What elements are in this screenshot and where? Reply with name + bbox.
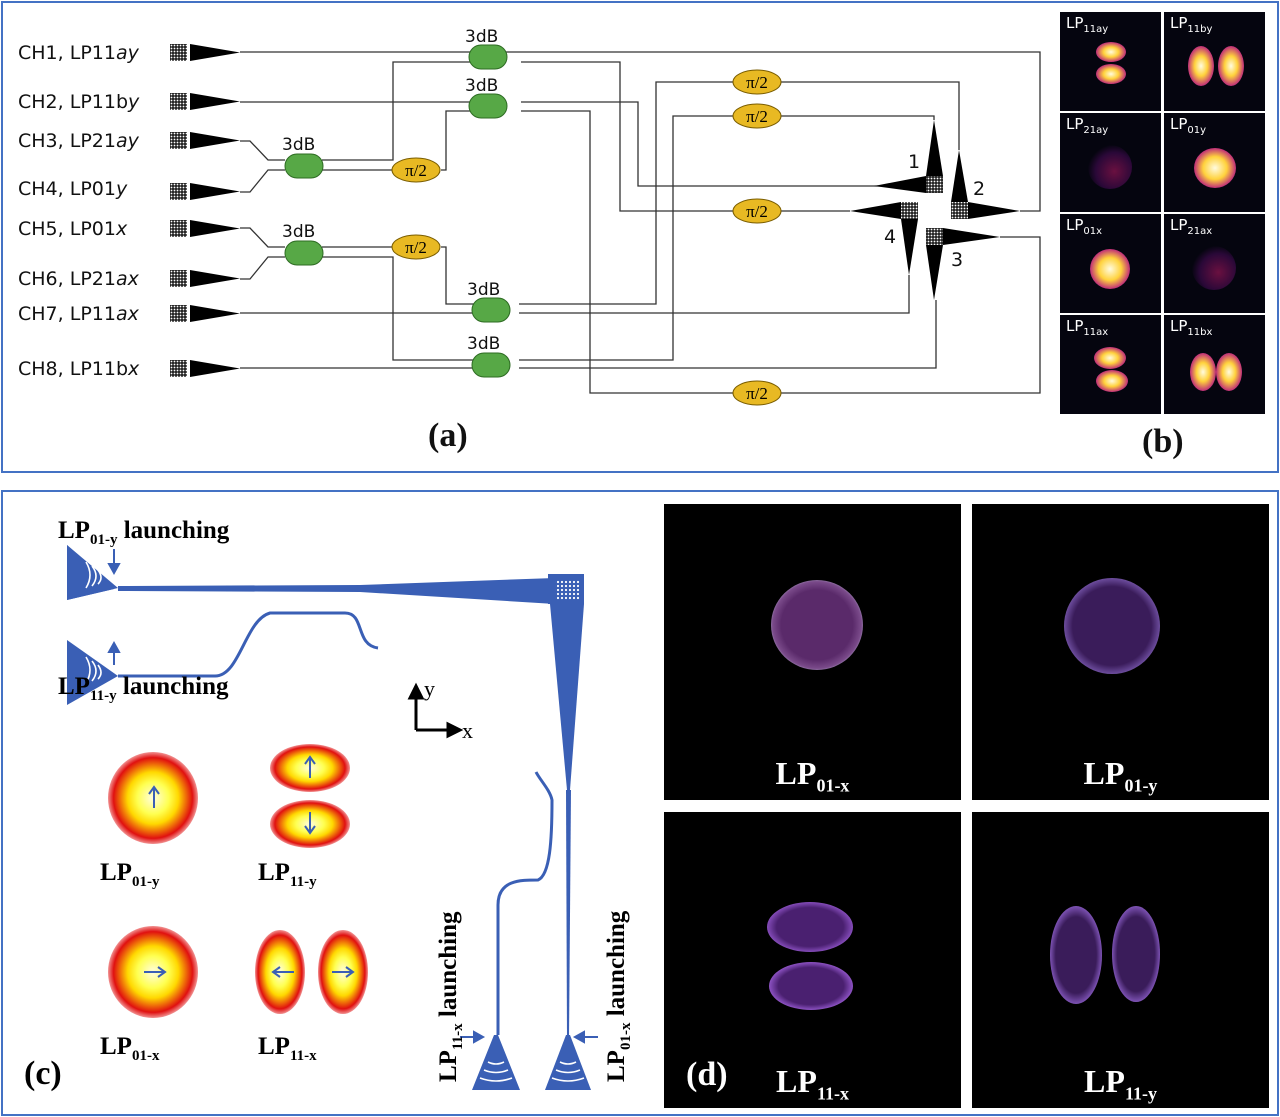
mode-profile-lp01y — [108, 752, 198, 844]
coupler-label: 3dB — [467, 334, 500, 354]
axis-y-label: y — [424, 676, 435, 701]
coupler-1 — [284, 153, 324, 179]
xy-axis-icon — [407, 682, 464, 739]
launch-label-lp11x: LP11-x launching — [435, 911, 466, 1082]
mode-image-lp11ax: LP11ax — [1060, 315, 1161, 414]
svg-text:CH3, LP21ay: CH3, LP21ay — [18, 130, 140, 152]
coupler-label: 3dB — [282, 222, 315, 242]
coupler-2 — [284, 240, 324, 266]
mode-profile-lp11x-right — [318, 930, 368, 1014]
mode-label-lp01y: LP01-y — [100, 859, 160, 890]
svg-text:CH7, LP11ax: CH7, LP11ax — [18, 303, 140, 325]
panel-c-device: y x LP01-y launching LP11-y launching LP… — [24, 517, 634, 1092]
mode-profile-lp11y-bottom — [270, 800, 350, 848]
port-labels: 1 2 3 4 — [884, 151, 985, 271]
coupler-3 — [468, 44, 508, 70]
panel-b-label: (b) — [1142, 423, 1184, 460]
svg-text:CH6, LP21ax: CH6, LP21ax — [18, 268, 140, 290]
svg-text:CH1, LP11ay: CH1, LP11ay — [18, 42, 140, 64]
camera-image-lp01x: LP01-x — [664, 504, 961, 800]
panel-c-label: (c) — [24, 1055, 62, 1092]
svg-text:π/2: π/2 — [746, 107, 768, 126]
launch-label-lp01y: LP01-y launching — [58, 517, 230, 548]
input-grating-couplers — [170, 44, 240, 377]
panel-a-label: (a) — [428, 417, 468, 454]
camera-image-lp11y: LP11-y — [972, 812, 1269, 1108]
coupler-label: 3dB — [465, 27, 498, 47]
waveguide-lines — [240, 51, 1041, 394]
svg-text:π/2: π/2 — [405, 238, 427, 257]
coupler-label: 3dB — [467, 280, 500, 300]
3db-couplers — [284, 44, 511, 378]
mode-profile-lp01x — [108, 926, 198, 1018]
camera-image-lp11x: LP11-x (d) — [664, 812, 961, 1108]
mode-label-lp01x: LP01-x — [100, 1033, 160, 1064]
launch-arrows — [107, 549, 598, 1044]
mode-image-lp21ax: LP21ax — [1164, 214, 1265, 313]
coupler-5 — [471, 297, 511, 323]
mode-image-lp01x: LP01x — [1060, 214, 1161, 313]
mode-label-lp11y: LP11-y — [258, 859, 317, 890]
coupler-6 — [471, 352, 511, 378]
launch-label-lp11y: LP11-y launching — [58, 673, 229, 704]
svg-text:π/2: π/2 — [746, 73, 768, 92]
output-grating-couplers — [850, 120, 1020, 300]
camera-image-lp01y: LP01-y — [972, 504, 1269, 800]
coupler-label: 3dB — [465, 76, 498, 96]
panel-d-camera-grid: LP01-x LP01-y LP11-x (d) LP11-y — [662, 502, 1272, 1110]
mode-image-lp11bx: LP11bx — [1164, 315, 1265, 414]
grating-teeth — [555, 580, 579, 600]
coupler-labels: 3dB 3dB 3dB 3dB 3dB 3dB — [282, 27, 500, 354]
svg-text:CH8, LP11bx: CH8, LP11bx — [18, 358, 140, 380]
axis-x-label: x — [462, 718, 473, 743]
mode-image-lp01y: LP01y — [1164, 113, 1265, 212]
svg-text:CH2, LP11by: CH2, LP11by — [18, 91, 140, 113]
phase-shifters: π/2 π/2 π/2 π/2 π/2 π/2 — [391, 69, 782, 406]
coupler-4 — [468, 93, 508, 119]
mode-profile-lp11x-left — [255, 930, 305, 1014]
panel-d-label: (d) — [686, 1056, 728, 1093]
s-bend-waveguides — [118, 611, 554, 1035]
svg-text:4: 4 — [884, 226, 896, 248]
mode-label-lp11x: LP11-x — [258, 1033, 317, 1064]
svg-text:CH5, LP01x: CH5, LP01x — [18, 218, 128, 240]
launch-label-lp01x: LP01-x launching — [603, 910, 634, 1082]
mode-profile-lp11y-top — [270, 744, 350, 792]
mode-image-lp11by: LP11by — [1164, 12, 1265, 111]
svg-text:1: 1 — [908, 151, 920, 173]
svg-text:2: 2 — [973, 178, 985, 200]
panel-b-mode-grid: LP11ay LP11by LP21ay LP01y LP01x LP21ax … — [1059, 11, 1269, 417]
svg-text:3: 3 — [951, 249, 963, 271]
svg-text:CH4, LP01y: CH4, LP01y — [18, 178, 128, 200]
mode-image-lp11ay: LP11ay — [1060, 12, 1161, 111]
svg-text:π/2: π/2 — [746, 384, 768, 403]
svg-text:π/2: π/2 — [405, 161, 427, 180]
coupler-label: 3dB — [282, 135, 315, 155]
channel-labels: CH1, LP11ay CH2, LP11by CH3, LP21ay CH4,… — [18, 42, 140, 380]
svg-text:π/2: π/2 — [746, 202, 768, 221]
panel-a-circuit: 3dB 3dB 3dB 3dB 3dB 3dB π/2 π/2 π/2 π/2 … — [18, 27, 1184, 460]
mode-image-lp21ay: LP21ay — [1060, 113, 1161, 212]
